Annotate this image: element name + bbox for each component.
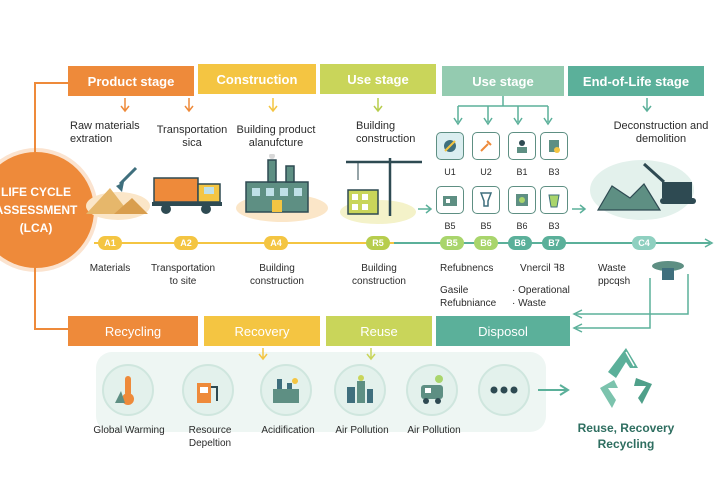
stage-recovery: Recovery <box>204 316 320 346</box>
arrow-down-icon <box>373 98 383 113</box>
badge-a1: A1 <box>98 236 122 250</box>
impact-acidification <box>260 364 312 416</box>
crane-illustration <box>340 158 422 224</box>
connector-top-vertical <box>34 82 36 156</box>
arrow-down-icon <box>184 98 194 113</box>
use-tile-b6 <box>508 186 536 214</box>
pump-icon <box>197 383 218 403</box>
impact-air-pollution-2 <box>406 364 458 416</box>
label-gasile: Gasile Refubniance <box>440 285 497 309</box>
label-refubnencs: Refubnencs <box>440 263 494 274</box>
return-arrows-icon <box>572 274 689 333</box>
lca-title-line2: ASSESSMENT <box>0 203 78 217</box>
use-tile-b5b <box>472 186 500 214</box>
impact-air-pollution-1 <box>334 364 386 416</box>
badge-b6b: B6 <box>508 236 532 250</box>
ellipsis-icon <box>490 386 518 394</box>
arrow-right-icon <box>704 238 714 248</box>
connector-bottom-horizontal <box>34 328 68 330</box>
label-deconstruction: Deconstruction and demolition <box>613 120 709 145</box>
arrow-down-icon <box>258 348 268 361</box>
reuse-recovery-recycling-label: Reuse, Recovery Recycling <box>577 421 675 451</box>
factory-illustration <box>236 154 328 222</box>
demolition-illustration <box>590 160 696 220</box>
impact-label: Air Pollution <box>407 425 461 436</box>
arrow-right-icon <box>418 204 433 214</box>
label-transportation: Transportation sica <box>156 124 228 149</box>
label-vnercil: Vnercil ꟻ8 <box>520 263 565 274</box>
stage-product: Product stage <box>68 66 194 96</box>
impact-label: Global Warming <box>93 425 165 436</box>
label-building: Building construction <box>356 120 416 145</box>
lca-title-line1: LIFE CYCLE <box>0 185 71 199</box>
badge-r5: R5 <box>366 236 390 250</box>
stage-reuse: Reuse <box>326 316 432 346</box>
smoke-city-icon <box>347 375 373 403</box>
waste-processing-icon <box>652 261 684 280</box>
label-operational: · Operational · Waste <box>512 285 570 309</box>
lca-circle: LIFE CYCLE ASSESSMENT (LCA) <box>0 152 94 268</box>
impact-label: Acidification <box>261 425 315 436</box>
badge-b6: B6 <box>474 236 498 250</box>
connector-bottom-vertical <box>34 266 36 330</box>
truck-illustration <box>152 177 222 214</box>
badge-b7: B7 <box>542 236 566 250</box>
use-tile-label: B6 <box>516 221 528 231</box>
badge-c4: C4 <box>632 236 656 250</box>
appliance-icon <box>516 194 528 206</box>
recycle-icon <box>600 348 652 408</box>
stage-disposal: Disposol <box>436 316 570 346</box>
arrow-right-icon <box>538 384 570 396</box>
use-tile-label: B3 <box>548 221 560 231</box>
arrow-right-icon <box>572 204 587 214</box>
stage-end-of-life: End-of-Life stage <box>568 66 704 96</box>
cup-icon <box>548 194 560 208</box>
impact-label: Air Pollution <box>335 425 389 436</box>
use-tile-label: B5 <box>480 221 492 231</box>
impact-more <box>478 364 530 416</box>
person-icon <box>517 140 527 153</box>
label-building-product: Building product alanufcture <box>236 124 316 149</box>
stage-construction: Construction <box>198 64 316 94</box>
label-waste: Waste ppcqsh <box>598 263 631 287</box>
stage-recycling: Recycling <box>68 316 198 346</box>
use-tile-label: B3 <box>548 167 560 177</box>
label-transport-site: Transportation to site <box>150 263 216 287</box>
lca-title-line3: (LCA) <box>19 221 53 235</box>
arrow-down-icon <box>268 98 278 113</box>
use-tile-label: B5 <box>444 221 456 231</box>
label-raw-materials: Raw materials extration <box>70 120 140 145</box>
label-building-construction-2: Building construction <box>352 263 406 287</box>
glass-icon <box>479 192 493 207</box>
label-materials: Materials <box>89 263 131 274</box>
label-building-construction-1: Building construction <box>250 263 304 287</box>
raw-materials-illustration <box>86 166 150 220</box>
arrow-down-icon <box>120 98 130 113</box>
connector-top-horizontal <box>34 82 68 84</box>
vehicle-icon <box>421 375 443 404</box>
tools-icon <box>444 140 456 152</box>
bottom-impact-band <box>96 352 546 432</box>
impact-resource-depletion <box>182 364 234 416</box>
badge-a2: A2 <box>174 236 198 250</box>
use-tile-label: U1 <box>444 167 456 177</box>
badge-a4: A4 <box>264 236 288 250</box>
stage-use-2: Use stage <box>442 66 564 96</box>
thermometer-icon <box>115 376 134 405</box>
use-tile-label: U2 <box>480 167 492 177</box>
arrow-down-icon <box>366 348 376 361</box>
battery-icon <box>549 140 560 153</box>
branch-arrows-icon <box>453 96 553 126</box>
machine-icon <box>443 196 457 206</box>
arrow-down-icon <box>642 98 652 113</box>
impact-label: Resource Depeltion <box>188 425 232 449</box>
use-tile-label: B1 <box>516 167 528 177</box>
acid-factory-icon <box>273 378 299 403</box>
impact-global-warming <box>102 364 154 416</box>
wrench-icon <box>480 140 492 152</box>
stage-use-1: Use stage <box>320 64 436 94</box>
badge-b5: B5 <box>440 236 464 250</box>
timeline-line-orange <box>94 242 394 244</box>
